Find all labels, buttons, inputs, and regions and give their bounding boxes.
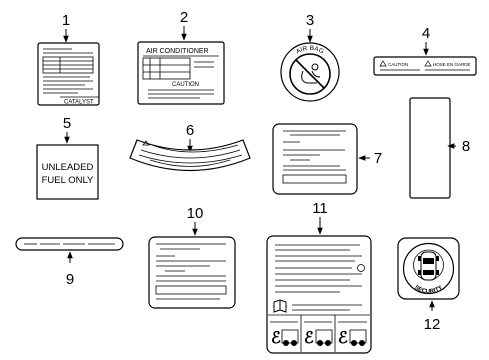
manual-book-icon bbox=[273, 299, 287, 313]
callout-9: 9 bbox=[66, 271, 74, 288]
svg-text:ℰ: ℰ bbox=[304, 330, 314, 347]
unleaded-text: UNLEADED bbox=[42, 162, 94, 173]
svg-text:ℰ: ℰ bbox=[271, 330, 281, 347]
svg-text:ℰ: ℰ bbox=[338, 330, 348, 347]
label-10-info[interactable]: 10 bbox=[148, 205, 236, 309]
label-8-vertical[interactable]: 8 bbox=[409, 97, 470, 199]
label-11-tire-info[interactable]: 11 ℰ ℰ ℰ bbox=[266, 200, 372, 354]
label-9-strip[interactable]: 9 bbox=[15, 237, 124, 288]
airbag-text: AIR BAG bbox=[295, 45, 325, 56]
callout-11: 11 bbox=[312, 200, 328, 217]
callout-10: 10 bbox=[187, 205, 204, 222]
callout-6: 6 bbox=[186, 122, 194, 139]
callout-12: 12 bbox=[424, 316, 441, 333]
label-1-emission[interactable]: 1 CATALYST bbox=[37, 12, 100, 106]
air-conditioner-header: AIR CONDITIONER bbox=[146, 48, 209, 55]
car-icon bbox=[418, 251, 439, 281]
hose-en-garde-text: HOSE EN GARDE bbox=[433, 62, 471, 67]
callout-1: 1 bbox=[62, 12, 70, 29]
label-5-unleaded-fuel[interactable]: 5 UNLEADED FUEL ONLY bbox=[36, 115, 99, 200]
callout-5: 5 bbox=[63, 115, 71, 132]
label-7-info[interactable]: 7 bbox=[272, 123, 382, 195]
callout-2: 2 bbox=[180, 9, 188, 26]
tire-icon: ℰ bbox=[304, 329, 333, 347]
label-2-air-conditioner[interactable]: 2 AIR CONDITIONER CAUTION bbox=[137, 9, 225, 105]
label-6-curved[interactable]: 6 bbox=[129, 122, 251, 172]
caution-strip-text: CAUTION bbox=[388, 62, 408, 67]
label-3-airbag[interactable]: 3 AIR BAG bbox=[280, 12, 340, 102]
callout-7: 7 bbox=[374, 150, 382, 167]
callout-4: 4 bbox=[422, 25, 430, 42]
tire-icon: ℰ bbox=[338, 329, 367, 347]
catalyst-text: CATALYST bbox=[64, 100, 94, 106]
callout-8: 8 bbox=[462, 138, 470, 155]
security-text: SECURITY bbox=[413, 285, 444, 295]
tire-icon: ℰ bbox=[271, 329, 299, 347]
label-4-caution-strip[interactable]: 4 CAUTION HOSE EN GARDE bbox=[373, 25, 477, 76]
callout-3: 3 bbox=[306, 12, 314, 29]
fuel-only-text: FUEL ONLY bbox=[42, 175, 94, 186]
label-12-security[interactable]: SECURITY 12 bbox=[397, 237, 460, 333]
ac-caution-text: CAUTION bbox=[172, 82, 199, 88]
